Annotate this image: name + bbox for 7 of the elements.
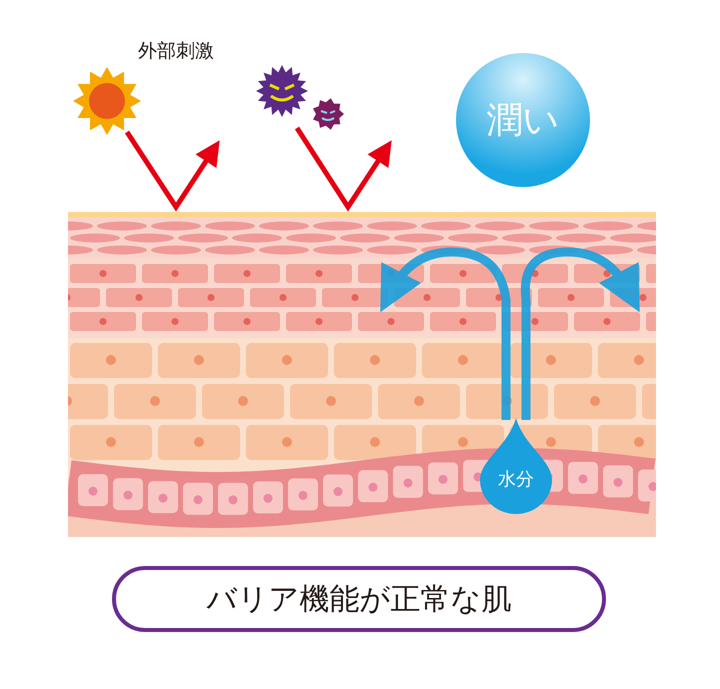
arrow bbox=[520, 248, 641, 420]
arrow bbox=[379, 248, 510, 420]
arrow bbox=[124, 130, 220, 212]
drop-label: 水分 bbox=[497, 468, 535, 491]
title-banner: バリア機能が正常な肌 bbox=[112, 566, 606, 632]
arrow bbox=[294, 126, 392, 212]
caption-text: 外部刺激 bbox=[138, 40, 214, 64]
